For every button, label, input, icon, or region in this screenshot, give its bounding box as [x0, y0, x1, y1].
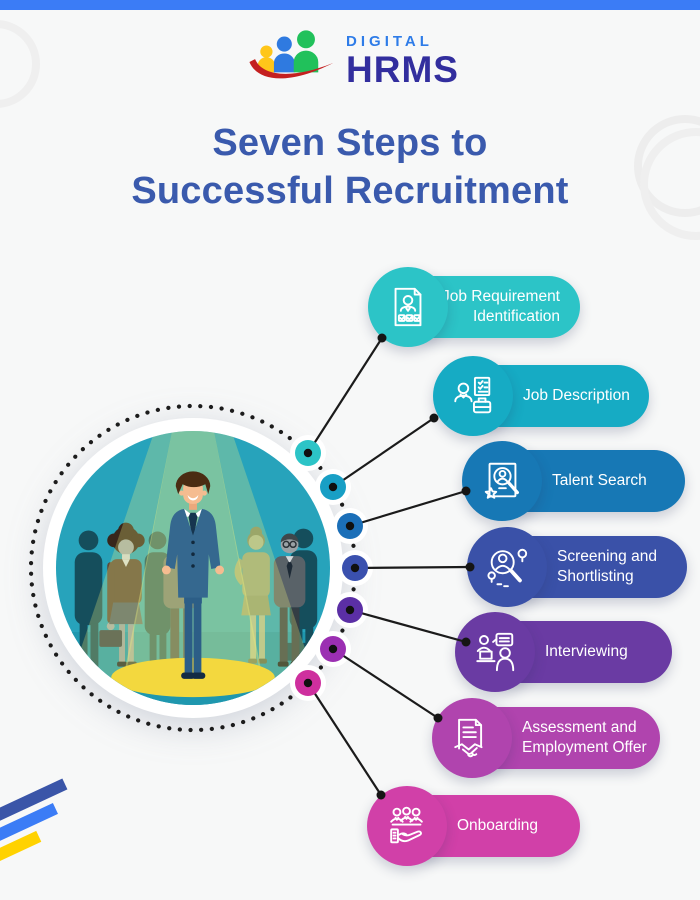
step-5-interviewing: Interviewing	[455, 612, 672, 692]
top-accent-bar	[0, 0, 700, 10]
step-7-onboarding: Onboarding	[367, 786, 580, 866]
logo-digital-text: DIGITAL	[346, 33, 433, 51]
step-4-screening-and-shortlisting: Screening and Shortlisting	[467, 527, 687, 607]
step-6-assessment-and-employment-offer: Assessment and Employment Offer	[432, 698, 660, 778]
interviewing-icon	[476, 632, 515, 672]
title-line-2: Successful Recruitment	[131, 169, 569, 212]
step-1-label: Job Requirement Identification	[441, 288, 560, 325]
title-line-1: Seven Steps to	[212, 122, 488, 164]
step-3-talent-search: Talent Search	[462, 441, 685, 521]
step-3-label: Talent Search	[552, 472, 647, 490]
step-2-job-description: Job Description	[433, 356, 649, 436]
job-description-icon	[454, 376, 492, 414]
step-1-job-requirement-identification: Job Requirement Identification	[368, 267, 580, 347]
digital-hrms-logo: DIGITAL HRMS	[241, 28, 459, 94]
step-2-label: Job Description	[523, 387, 630, 405]
step-4-label: Screening and Shortlisting	[557, 548, 657, 585]
step-dot-4	[342, 555, 368, 581]
logo-swoosh	[249, 59, 334, 79]
talent-search-icon	[484, 462, 519, 499]
step-5-label: Interviewing	[545, 643, 628, 661]
recruitment-spotlight-illustration	[55, 430, 331, 706]
logo-hrms-text: HRMS	[346, 48, 459, 90]
step-dot-3	[337, 513, 363, 539]
onboarding-icon	[390, 806, 423, 844]
decorative-ring-top-left	[0, 20, 40, 108]
job-requirement-identification-icon	[394, 287, 422, 327]
assessment-employment-offer-icon	[454, 718, 483, 758]
step-6-label: Assessment and Employment Offer	[522, 719, 647, 756]
page-title: Seven Steps to Successful Recruitment	[0, 120, 700, 216]
logo-people-icon	[249, 30, 334, 79]
step-7-label: Onboarding	[457, 817, 539, 835]
screening-shortlisting-icon	[487, 548, 528, 588]
step-dot-5	[337, 597, 363, 623]
